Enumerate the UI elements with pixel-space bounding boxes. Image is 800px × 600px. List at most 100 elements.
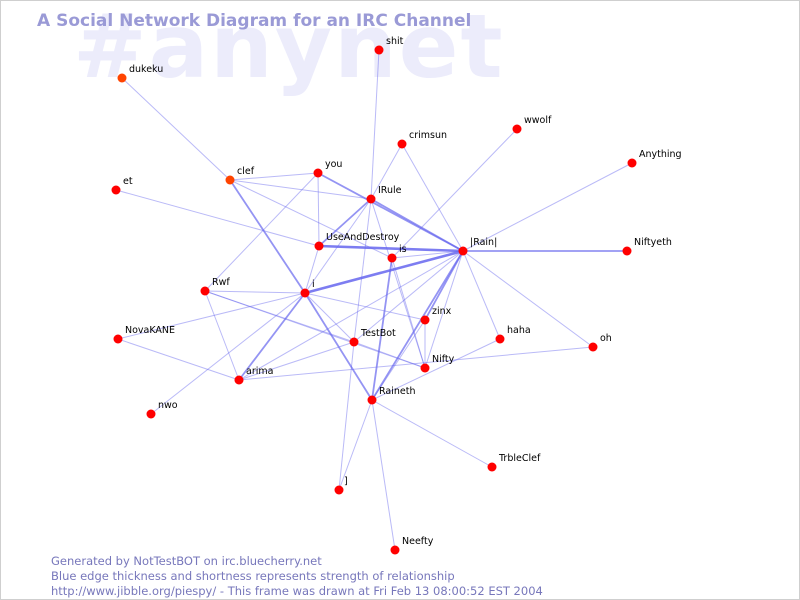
node-dot[interactable] [313,168,323,178]
edge-i-TestBot [304,292,355,343]
edge-zinx-Raineth [371,319,426,401]
node-dot[interactable] [387,253,397,263]
node-bracket[interactable]: ] [334,476,348,495]
node-Nifty[interactable]: Nifty [420,354,455,373]
node-dot[interactable] [234,375,244,385]
edge-Rain-arima [238,250,464,381]
node-label: Niftyeth [634,237,672,248]
node-oh[interactable]: oh [588,333,612,352]
node-dot[interactable] [458,246,468,256]
edge-i-NovaKANE [117,292,306,340]
node-dot[interactable] [627,158,637,168]
node-TestBot[interactable]: TestBot [349,328,397,347]
node-haha[interactable]: haha [495,325,531,344]
node-label: Nifty [432,354,455,365]
edge-Rwf-i [204,290,306,294]
node-zinx[interactable]: zinx [420,306,452,325]
node-UseAndDestroy[interactable]: UseAndDestroy [314,232,400,251]
node-dukeku[interactable]: dukeku [117,64,164,83]
node-label: shit [386,36,404,47]
node-dot[interactable] [117,73,127,83]
node-dot[interactable] [487,462,497,472]
edge-IRule-TestBot [353,198,372,343]
node-dot[interactable] [334,485,344,495]
node-dot[interactable] [146,409,156,419]
node-et[interactable]: et [111,176,133,195]
edge-TestBot-bracket [338,341,355,491]
node-dot[interactable] [366,194,376,204]
edge-i-nwo [150,292,306,415]
edge-i-zinx [304,292,426,321]
node-dot[interactable] [367,395,377,405]
footer-generated-by: Generated by NotTestBOT on irc.bluecherr… [51,554,322,568]
edge-IRule-Nifty [370,198,426,369]
node-dot[interactable] [622,246,632,256]
edge-Raineth-bracket [338,399,373,491]
edge-TestBot-Nifty [353,341,426,369]
edge-Rwf-arima [204,290,240,381]
node-Raineth[interactable]: Raineth [367,386,416,405]
node-NovaKANE[interactable]: NovaKANE [113,325,176,344]
edge-i-Raineth [304,292,373,401]
node-dot[interactable] [349,337,359,347]
node-i[interactable]: i [300,279,315,298]
edge-Rwf-TestBot [204,290,355,343]
edge-is-Nifty [391,257,426,369]
edge-NovaKANE-arima [117,338,240,381]
edge-arima-oh [238,346,594,381]
node-label: UseAndDestroy [326,232,400,243]
node-dot[interactable] [200,286,210,296]
node-clef[interactable]: clef [225,166,255,185]
node-is[interactable]: is [387,244,407,263]
node-label: ] [344,476,348,487]
edge-you-UseAndDestroy [317,172,320,247]
edge-shit-IRule [370,49,380,200]
node-dot[interactable] [390,545,400,555]
node-dot[interactable] [495,334,505,344]
edge-clef-i [229,179,306,294]
node-IRule[interactable]: IRule [366,185,402,204]
node-Neefty[interactable]: Neefty [390,536,434,555]
node-you[interactable]: you [313,159,343,178]
node-dot[interactable] [512,124,522,134]
node-dot[interactable] [111,185,121,195]
node-dot[interactable] [225,175,235,185]
edge-Rain-oh [462,250,594,348]
node-dot[interactable] [314,241,324,251]
edge-clef-is [229,179,393,259]
edge-clef-IRule [229,179,372,200]
node-TrbleClef[interactable]: TrbleClef [487,453,541,472]
node-dot[interactable] [420,315,430,325]
node-dot[interactable] [374,45,384,55]
node-label: i [312,279,315,290]
node-shit[interactable]: shit [374,36,404,55]
node-label: Raineth [379,386,415,397]
node-dot[interactable] [420,363,430,373]
node-Niftyeth[interactable]: Niftyeth [622,237,672,256]
node-crimsun[interactable]: crimsun [397,130,448,149]
node-arima[interactable]: arima [234,366,274,385]
edge-is-Rain [391,250,464,259]
edge-IRule-UseAndDestroy [318,198,372,247]
node-Rwf[interactable]: Rwf [200,277,231,296]
node-label: haha [507,325,531,336]
node-dot[interactable] [397,139,407,149]
node-nwo[interactable]: nwo [146,400,178,419]
node-label: et [123,176,133,187]
edge-you-Rwf [204,172,319,292]
node-dot[interactable] [588,342,598,352]
node-label: wwolf [524,115,552,126]
node-dot[interactable] [300,288,310,298]
edge-is-Raineth [371,257,393,401]
node-Rain[interactable]: |Rain| [458,237,498,256]
node-wwolf[interactable]: wwolf [512,115,552,134]
edge-Rain-Nifty [424,250,464,369]
node-Anything[interactable]: Anything [627,149,682,168]
node-label: is [399,244,407,255]
edge-wwolf-is [391,128,518,259]
node-label: dukeku [129,64,163,75]
node-label: clef [237,166,255,177]
node-dot[interactable] [113,334,123,344]
footer-source-link[interactable]: http://www.jibble.org/piespy/ - This fra… [51,584,543,598]
node-label: Rwf [212,277,230,288]
